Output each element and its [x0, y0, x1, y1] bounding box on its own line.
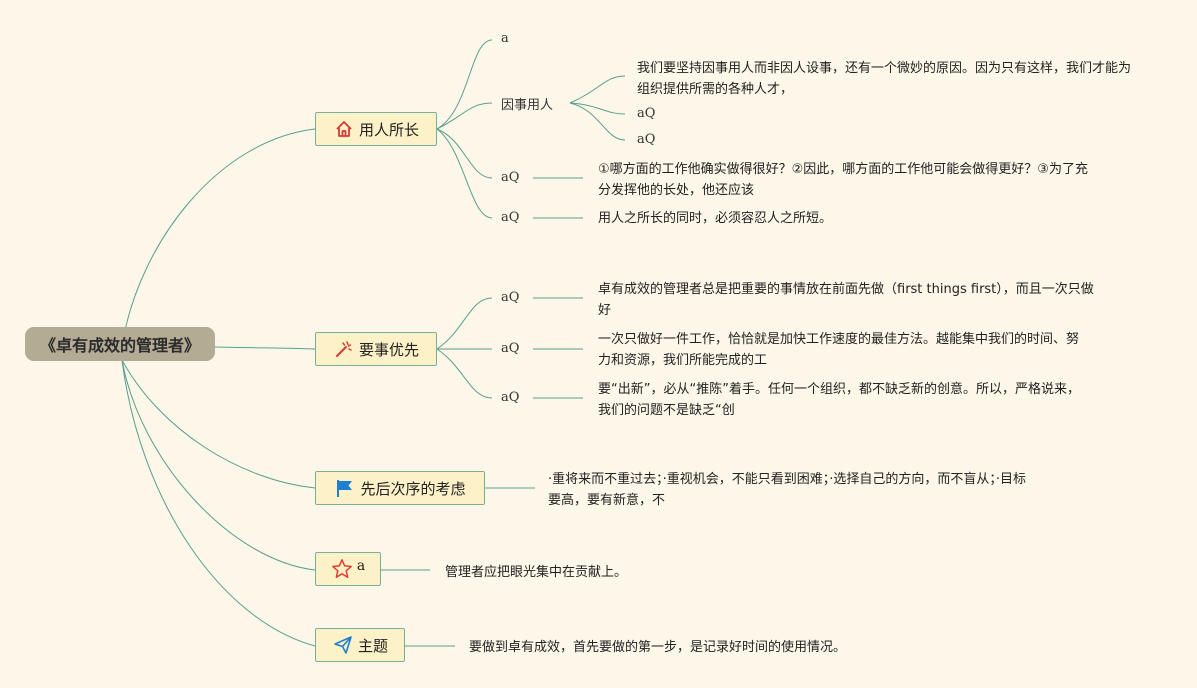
connector-root-topic2: [214, 346, 316, 350]
topic-label: 用人所长: [358, 120, 419, 139]
root-topic[interactable]: 《卓有成效的管理者》: [25, 327, 215, 361]
connector-t1-yinshi: [436, 102, 493, 130]
paper-plane-icon: [332, 634, 354, 656]
note-text[interactable]: 管理者应把眼光集中在贡献上。: [445, 565, 628, 580]
magic-wand-icon: [333, 338, 355, 360]
subtopic-aq[interactable]: aQ: [637, 106, 656, 121]
connector-t2-aq3: [436, 348, 493, 399]
connector-yinshi-aq2: [569, 102, 626, 141]
note-aq-text[interactable]: 卓有成效的管理者总是把重要的事情放在前面先做（first things firs…: [598, 282, 1094, 318]
note-aq-text[interactable]: 要“出新”，必从“推陈”着手。任何一个组织，都不缺乏新的创意。所以，严格说来，我…: [598, 382, 1080, 418]
connector-t1-a: [436, 39, 493, 130]
topic-label: a: [356, 558, 366, 574]
connector-root-topic3: [121, 359, 316, 489]
connector-root-topic4: [121, 359, 316, 571]
connector-t1-aq1: [436, 128, 493, 179]
topic-yaoshi-youxian[interactable]: 要事优先: [315, 332, 437, 366]
note-yinshi-text[interactable]: 我们要坚持因事用人而非因人设事，还有一个微妙的原因。因为只有这样，我们才能为组织…: [637, 61, 1132, 97]
note-aq-text[interactable]: 用人之所长的同时，必须容忍人之所短。: [598, 211, 833, 226]
note-text[interactable]: ·重将来而不重过去；·重视机会，不能只看到困难；·选择自己的方向，而不盲从；·目…: [548, 472, 1027, 508]
note-text[interactable]: 要做到卓有成效，首先要做的第一步，是记录好时间的使用情况。: [469, 640, 847, 655]
subtopic-aq[interactable]: aQ: [501, 341, 520, 356]
subtopic-aq[interactable]: aQ: [637, 132, 656, 147]
star-icon: [331, 558, 353, 580]
connector-yinshi-aq1: [569, 102, 626, 115]
subtopic-aq[interactable]: aQ: [501, 210, 520, 225]
topic-label: 要事优先: [358, 340, 419, 359]
note-aq-text[interactable]: 一次只做好一件工作，恰恰就是加快工作速度的最佳方法。越能集中我们的时间、努力和资…: [598, 332, 1080, 368]
connector-t2-aq1: [436, 297, 493, 350]
flag-icon: [334, 477, 356, 499]
topic-a[interactable]: a: [315, 552, 381, 586]
topic-label: 主题: [357, 636, 388, 655]
subtopic-aq[interactable]: aQ: [501, 390, 520, 405]
topic-xianhou-cixu[interactable]: 先后次序的考虑: [315, 471, 485, 505]
connector-t1-aq2: [436, 128, 493, 219]
topic-label: 先后次序的考虑: [360, 479, 466, 498]
home-icon: [333, 118, 355, 140]
subtopic-yinshi-yongren[interactable]: 因事用人: [501, 98, 554, 113]
subtopic-aq[interactable]: aQ: [501, 290, 520, 305]
connector-yinshi-text: [569, 75, 626, 104]
subtopic-a[interactable]: a: [501, 31, 509, 46]
note-aq-text[interactable]: ①哪方面的工作他确实做得很好？②因此，哪方面的工作他可能会做得更好？③为了充分发…: [598, 162, 1088, 198]
subtopic-aq[interactable]: aQ: [501, 170, 520, 185]
connector-root-topic5: [121, 359, 316, 647]
topic-yongren-suochang[interactable]: 用人所长: [315, 112, 437, 146]
topic-zhuti[interactable]: 主题: [315, 628, 405, 662]
connector-root-topic1: [121, 128, 316, 346]
